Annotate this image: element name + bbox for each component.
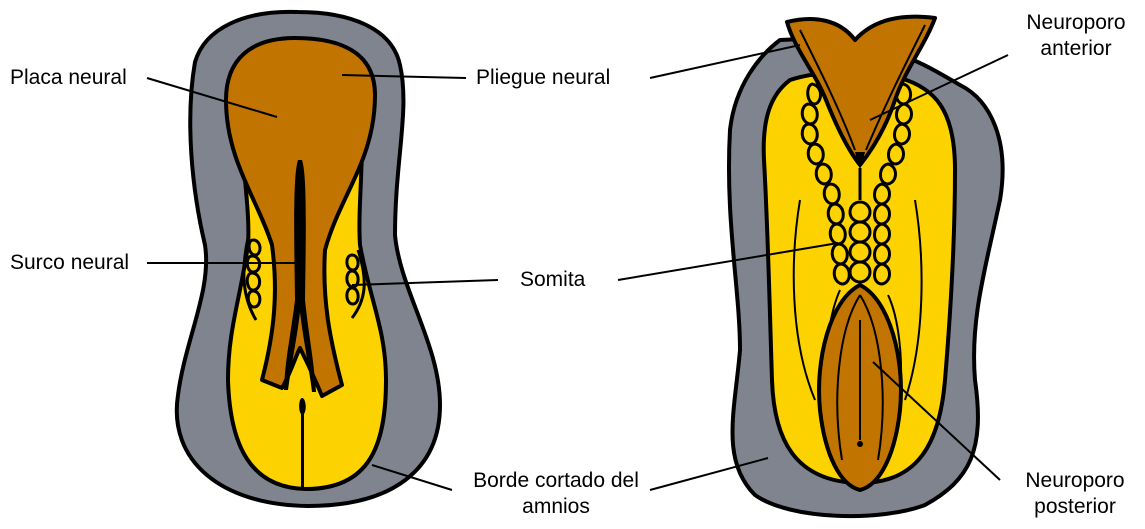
label-neuroporo-anterior-line2: anterior: [1016, 36, 1136, 62]
label-borde-amnios-line2: amnios: [452, 494, 660, 520]
label-neuroporo-anterior: Neuroporo anterior: [1016, 10, 1136, 62]
label-neuroporo-posterior-line1: Neuroporo: [1010, 468, 1140, 494]
label-neuroporo-posterior: Neuroporo posterior: [1010, 468, 1140, 520]
left-embryo: [177, 12, 440, 506]
right-embryo: [729, 17, 1003, 516]
label-placa-neural: Placa neural: [10, 65, 127, 91]
label-neuroporo-posterior-line2: posterior: [1010, 494, 1140, 520]
label-pliegue-neural: Pliegue neural: [476, 65, 610, 91]
label-somita: Somita: [520, 267, 585, 293]
label-borde-amnios: Borde cortado del amnios: [452, 468, 660, 520]
right-posterior-neuropore-dot: [857, 441, 863, 447]
label-borde-amnios-line1: Borde cortado del: [452, 468, 660, 494]
label-surco-neural: Surco neural: [10, 250, 129, 276]
label-neuroporo-anterior-line1: Neuroporo: [1016, 10, 1136, 36]
